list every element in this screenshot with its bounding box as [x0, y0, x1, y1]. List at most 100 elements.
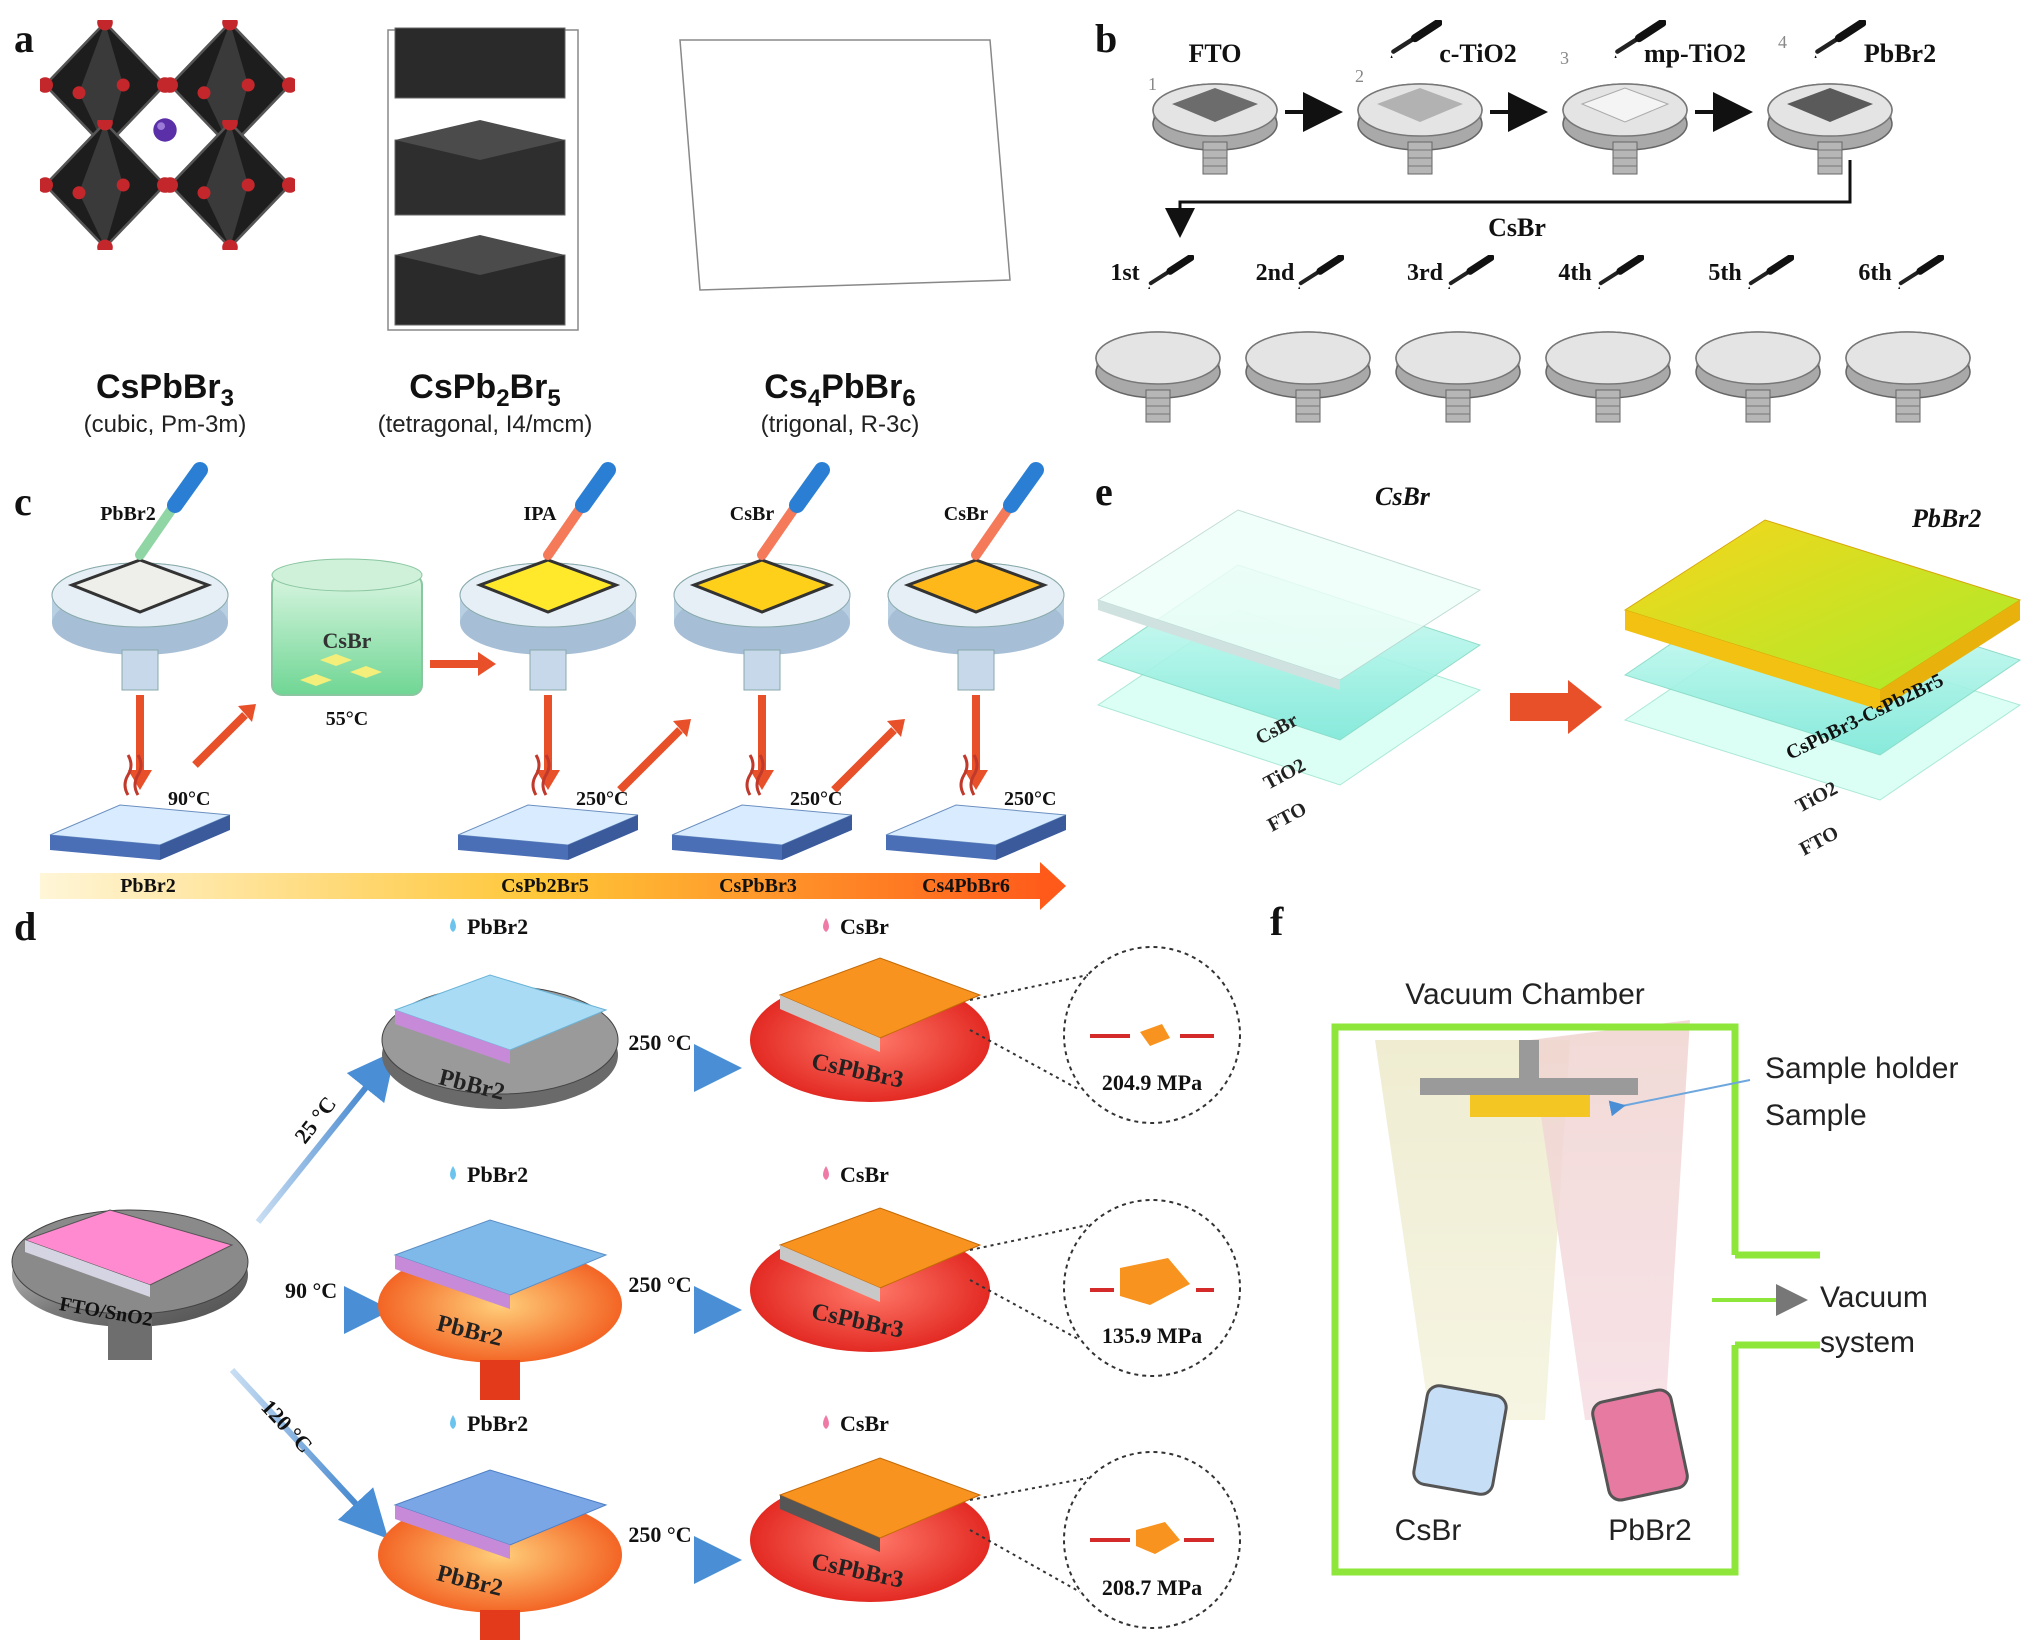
- panel-label-c: c: [14, 479, 32, 524]
- panel-c-stages: [51, 558, 1065, 691]
- cycle-4th: 4th: [1558, 260, 1591, 286]
- panel-e-transform-arrow: [1510, 680, 1602, 734]
- chamber-label: Vacuum Chamber: [1405, 978, 1645, 1011]
- cspbbr3-products: [750, 957, 990, 1602]
- temp-120c: 120 °C: [256, 1394, 317, 1457]
- anneal-temp-2: 250°C: [576, 788, 628, 810]
- step-fto: FTO: [1189, 39, 1242, 68]
- cs4pbbr6-formula: Cs4PbBr6: [764, 368, 915, 412]
- pump-label-2: system: [1820, 1326, 1915, 1359]
- cs4pbbr6-structure: [679, 39, 1011, 291]
- precursor-label-2: PbBr2: [467, 1162, 528, 1187]
- panel-b: FTO c-TiO2 mp-TiO2 PbBr2 1 2 3 4 CsBr 1s…: [1095, 23, 1971, 423]
- e-left-source: CsBr: [1375, 482, 1431, 511]
- fto-sno2-substrate: [11, 1209, 249, 1360]
- csbr-vapor-beam: [1375, 1040, 1570, 1420]
- panel-f: [1331, 1020, 1820, 1576]
- drop-label-ipa: IPA: [524, 503, 558, 525]
- bath-temp: 55°C: [326, 708, 368, 730]
- panel-label-d: d: [14, 904, 36, 949]
- anneal-temp-1: 90°C: [168, 788, 210, 810]
- panel-a: CsPbBr3 (cubic, Pm-3m) CsPb2Br5 (tetrago…: [40, 20, 1011, 438]
- holder-label: Sample holder: [1765, 1052, 1958, 1085]
- stress-value-2: 135.9 MPa: [1102, 1323, 1202, 1348]
- drop-label-2: CsBr: [840, 1162, 889, 1187]
- e-right-source: PbBr2: [1911, 504, 1981, 533]
- phase-pbbr2: PbBr2: [120, 875, 176, 897]
- source-label-csbr: CsBr: [1395, 1514, 1462, 1547]
- step-mp-tio2: mp-TiO2: [1644, 39, 1746, 68]
- layer-number-3: 3: [1560, 48, 1569, 68]
- panel-label-e: e: [1095, 469, 1113, 514]
- pbbr2-film-25c: [381, 974, 619, 1109]
- drop-label-pbbr2: PbBr2: [100, 503, 156, 525]
- panel-d-branch-arrows: [229, 1044, 742, 1584]
- cspbbr3-structure: [40, 20, 295, 250]
- cycle-3rd: 3rd: [1407, 260, 1444, 286]
- phase-cs4pbbr6: Cs4PbBr6: [922, 875, 1010, 897]
- cspb2br5-subtitle: (tetragonal, I4/mcm): [378, 411, 593, 438]
- e-right-layer-tio2: TiO2: [1792, 777, 1841, 817]
- phase-progression-bar: [40, 862, 1066, 910]
- step-pbbr2: PbBr2: [1864, 39, 1936, 68]
- drop-label-csbr-1: CsBr: [730, 503, 775, 525]
- cspb2br5-formula: CsPb2Br5: [409, 368, 560, 412]
- csbr-flow-arrow: [1165, 160, 1852, 238]
- layer-number-2: 2: [1355, 66, 1364, 86]
- panel-b-cycles: [1095, 258, 1971, 423]
- pump-label-1: Vacuum: [1820, 1281, 1928, 1314]
- temp-90c: 90 °C: [285, 1278, 337, 1303]
- layer-number-4: 4: [1778, 32, 1787, 52]
- cycle-1st: 1st: [1110, 260, 1139, 286]
- panel-c-pipettes: [135, 462, 1044, 560]
- zoom-circles: [969, 946, 1241, 1629]
- panel-e-right-stack: [1623, 519, 2022, 801]
- source-label-pbbr2: PbBr2: [1608, 1514, 1691, 1547]
- csbr-bath-beaker: [271, 558, 423, 696]
- stress-value-3: 208.7 MPa: [1102, 1575, 1202, 1600]
- step-c-tio2: c-TiO2: [1439, 39, 1517, 68]
- drop-label-3: CsBr: [840, 1411, 889, 1436]
- cspb2br5-structure: [387, 27, 579, 331]
- holder-pointer-line: [1608, 1079, 1751, 1117]
- phase-cspb2br5: CsPb2Br5: [501, 875, 589, 897]
- pbbr2-vapor-beam: [1530, 1020, 1690, 1420]
- cspbbr3-subtitle: (cubic, Pm-3m): [84, 411, 247, 438]
- sample-holder: [1420, 1040, 1638, 1117]
- csbr-source-boat: [1412, 1384, 1508, 1496]
- panel-d: FTO/SnO2 25 °C 90 °C 120 °C 250 °C 250 °…: [11, 914, 1241, 1640]
- precursor-label-1: PbBr2: [467, 914, 528, 939]
- anneal-250c-1: 250 °C: [628, 1030, 691, 1055]
- cycle-6th: 6th: [1858, 260, 1891, 286]
- panel-label-f: f: [1270, 899, 1284, 944]
- bath-label: CsBr: [323, 628, 372, 653]
- cspbbr3-formula: CsPbBr3: [96, 368, 234, 412]
- stress-value-1: 204.9 MPa: [1102, 1070, 1202, 1095]
- temp-25c: 25 °C: [289, 1092, 341, 1149]
- anneal-250c-2: 250 °C: [628, 1272, 691, 1297]
- e-right-layer-fto: FTO: [1796, 822, 1842, 861]
- e-left-layer-fto: FTO: [1264, 798, 1310, 837]
- cycle-2nd: 2nd: [1256, 260, 1295, 286]
- panel-e: CsBr CsBr TiO2 FTO PbBr2 CsPbBr3-CsPb2Br…: [1096, 482, 2022, 861]
- panel-b-top-row: [1152, 23, 1893, 175]
- sample-label: Sample: [1765, 1099, 1867, 1132]
- anneal-250c-3: 250 °C: [628, 1522, 691, 1547]
- layer-number-1: 1: [1148, 74, 1157, 94]
- anneal-temp-4: 250°C: [1004, 788, 1056, 810]
- pbbr2-film-120c: [378, 1469, 622, 1640]
- panel-c: PbBr2 IPA CsBr CsBr CsBr 55°C: [40, 462, 1067, 910]
- phase-cspbbr3: CsPbBr3: [719, 875, 797, 897]
- chamber-wall: [1331, 1023, 1739, 1576]
- pbbr2-source-boat: [1591, 1388, 1689, 1502]
- precursor-drop-icons: [450, 918, 829, 1429]
- csbr-arrow-label: CsBr: [1488, 213, 1546, 242]
- panel-e-left-stack: [1096, 509, 1482, 786]
- panel-label-a: a: [14, 16, 34, 61]
- drop-label-csbr-2: CsBr: [944, 503, 989, 525]
- pbbr2-film-90c: [378, 1219, 622, 1400]
- cs4pbbr6-subtitle: (trigonal, R-3c): [761, 411, 920, 438]
- cycle-5th: 5th: [1708, 260, 1741, 286]
- precursor-label-3: PbBr2: [467, 1411, 528, 1436]
